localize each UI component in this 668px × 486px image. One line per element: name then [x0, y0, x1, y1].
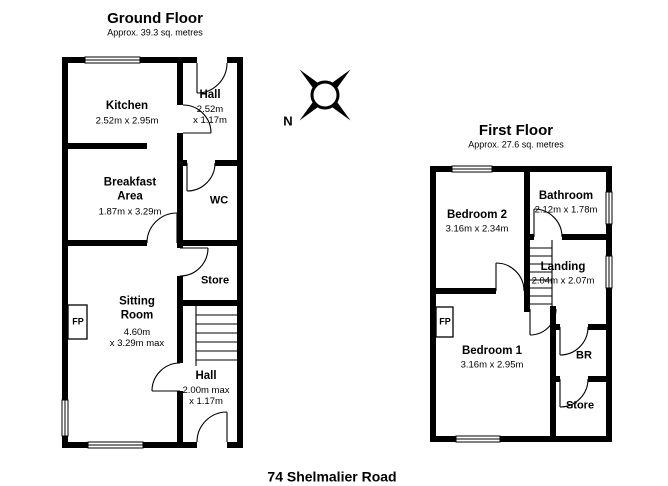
landing-label: Landing — [540, 261, 586, 274]
bedroom1-label: Bedroom 1 — [461, 345, 523, 358]
fireplace-ff-label: FP — [439, 316, 451, 327]
first-floor-stairs — [530, 240, 553, 312]
page-title: 74 Shelmalier Road — [267, 468, 397, 485]
ground-floor-subtitle: Approx. 39.3 sq. metres — [107, 27, 203, 38]
br-label: BR — [576, 349, 592, 362]
bathroom-label: Bathroom — [538, 190, 594, 203]
hall-bottom-label: Hall — [195, 370, 217, 383]
compass-rose-icon — [299, 69, 351, 121]
hall-bottom-dims: 2.00m max x 1.17m — [182, 384, 230, 407]
ground-floor-fireplace-box — [67, 304, 88, 340]
sitting-room-dims: 4.60m x 3.29m max — [109, 326, 165, 349]
hall-top-dims: 2.52m x 1.17m — [193, 103, 227, 126]
first-floor-fireplace-box — [435, 306, 454, 338]
store-ff-label: Store — [565, 399, 595, 412]
kitchen-label: Kitchen — [105, 100, 149, 113]
wc-label: WC — [209, 194, 229, 207]
first-floor-subtitle: Approx. 27.6 sq. metres — [468, 139, 564, 150]
breakfast-label: Breakfast Area — [103, 176, 157, 202]
first-floor-doors — [495, 208, 589, 408]
breakfast-dims: 1.87m x 3.29m — [98, 206, 162, 218]
first-floor-walls — [430, 166, 612, 442]
ground-floor-doors — [146, 62, 228, 443]
bedroom2-label: Bedroom 2 — [446, 209, 508, 222]
ground-floor-walls — [62, 57, 243, 448]
sitting-room-label: Sitting Room — [119, 295, 155, 321]
first-floor-title: First Floor — [478, 122, 554, 140]
landing-dims: 2.04m x 2.07m — [531, 275, 595, 287]
ground-floor-windows — [61, 56, 144, 449]
ground-floor-title: Ground Floor — [107, 10, 203, 28]
bedroom2-dims: 3.16m x 2.34m — [445, 223, 509, 235]
compass-north-label: N — [283, 113, 293, 129]
hall-top-label: Hall — [199, 89, 221, 102]
first-floor-windows — [451, 165, 613, 443]
store-gf-label: Store — [200, 274, 230, 287]
kitchen-dims: 2.52m x 2.95m — [95, 115, 159, 127]
bedroom1-dims: 3.16m x 2.95m — [460, 359, 524, 371]
bathroom-dims: 2.12m x 1.78m — [534, 204, 598, 216]
fireplace-gf-label: FP — [72, 316, 84, 327]
ground-floor-stairs — [195, 306, 237, 366]
